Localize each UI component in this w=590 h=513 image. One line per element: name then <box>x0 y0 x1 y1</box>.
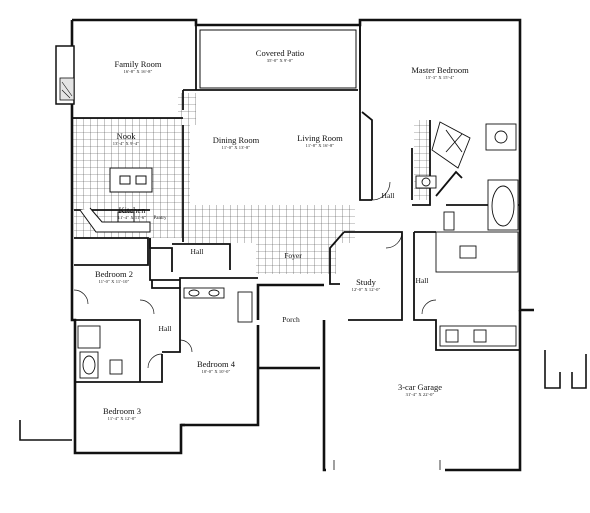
room-name: Bedroom 3 <box>102 406 142 416</box>
door-swings <box>73 181 437 369</box>
room-kitchen: Kitchen 11'-4" X 11'-6" <box>117 205 147 221</box>
room-bedroom3: Bedroom 3 11'-4" X 12'-0" <box>102 406 142 422</box>
room-dimensions: 11'-4" X 12'-0" <box>107 416 137 421</box>
patio-outline <box>199 29 357 89</box>
laundry-area <box>435 231 519 347</box>
room-patio: Covered Patio 35'-0" X 9'-0" <box>255 48 305 64</box>
room-dimensions: 35'-0" X 9'-0" <box>266 58 294 63</box>
interior-walls <box>72 20 520 383</box>
room-dining: Dining Room 11'-0" X 13'-8" <box>212 135 260 151</box>
label-porch: Porch <box>282 315 300 324</box>
label-hall-right: Hall <box>415 276 429 285</box>
room-name: Dining Room <box>212 135 260 145</box>
label-hall-left: Hall <box>158 324 172 333</box>
room-name: Study <box>356 277 376 287</box>
room-family: Family Room 16'-8" X 16'-8" <box>114 59 162 75</box>
room-name: Bedroom 2 <box>94 269 134 279</box>
room-dimensions: 11'-0" X 11'-10" <box>98 279 130 284</box>
room-name: 3-car Garage <box>397 382 443 392</box>
room-name: Living Room <box>297 133 343 143</box>
room-garage: 3-car Garage 31'-4" X 22'-0" <box>397 382 443 398</box>
room-name: Family Room <box>114 59 162 69</box>
room-living: Living Room 11'-8" X 16'-8" <box>297 133 343 149</box>
room-dimensions: 16'-8" X 16'-8" <box>123 69 153 74</box>
room-dimensions: 12'-0" X 12'-0" <box>351 287 381 292</box>
label-foyer: Foyer <box>284 251 302 260</box>
room-name: Covered Patio <box>255 48 305 58</box>
room-dimensions: 15'-3" X 15'-4" <box>425 75 455 80</box>
fireplace <box>55 45 75 105</box>
room-bedroom4: Bedroom 4 10'-0" X 10'-0" <box>196 359 236 375</box>
room-name: Master Bedroom <box>411 65 469 75</box>
room-dimensions: 11'-4" X 11'-6" <box>117 215 147 220</box>
label-hall-center: Hall <box>190 247 204 256</box>
room-bedroom2: Bedroom 2 11'-0" X 11'-10" <box>94 269 134 285</box>
room-dimensions: 11'-8" X 16'-8" <box>305 143 335 148</box>
bathrooms-left <box>77 287 253 379</box>
label-hall-master: Hall <box>381 191 395 200</box>
room-nook: Nook 13'-4" X 9'-4" <box>112 131 140 147</box>
room-dimensions: 11'-0" X 13'-8" <box>221 145 251 150</box>
room-name: Kitchen <box>118 205 146 215</box>
room-master: Master Bedroom 15'-3" X 15'-4" <box>411 65 469 81</box>
exterior-walls <box>70 18 534 472</box>
room-name: Bedroom 4 <box>196 359 236 369</box>
room-dimensions: 10'-0" X 10'-0" <box>201 369 231 374</box>
garage-details <box>19 350 587 470</box>
kitchen-counters <box>79 167 153 233</box>
room-dimensions: 13'-4" X 9'-4" <box>112 141 140 146</box>
room-study: Study 12'-0" X 12'-0" <box>351 277 381 293</box>
label-pantry: Pantry <box>153 216 167 221</box>
room-dimensions: 31'-4" X 22'-0" <box>405 392 435 397</box>
room-name: Nook <box>116 131 136 141</box>
master-bath <box>415 121 519 231</box>
